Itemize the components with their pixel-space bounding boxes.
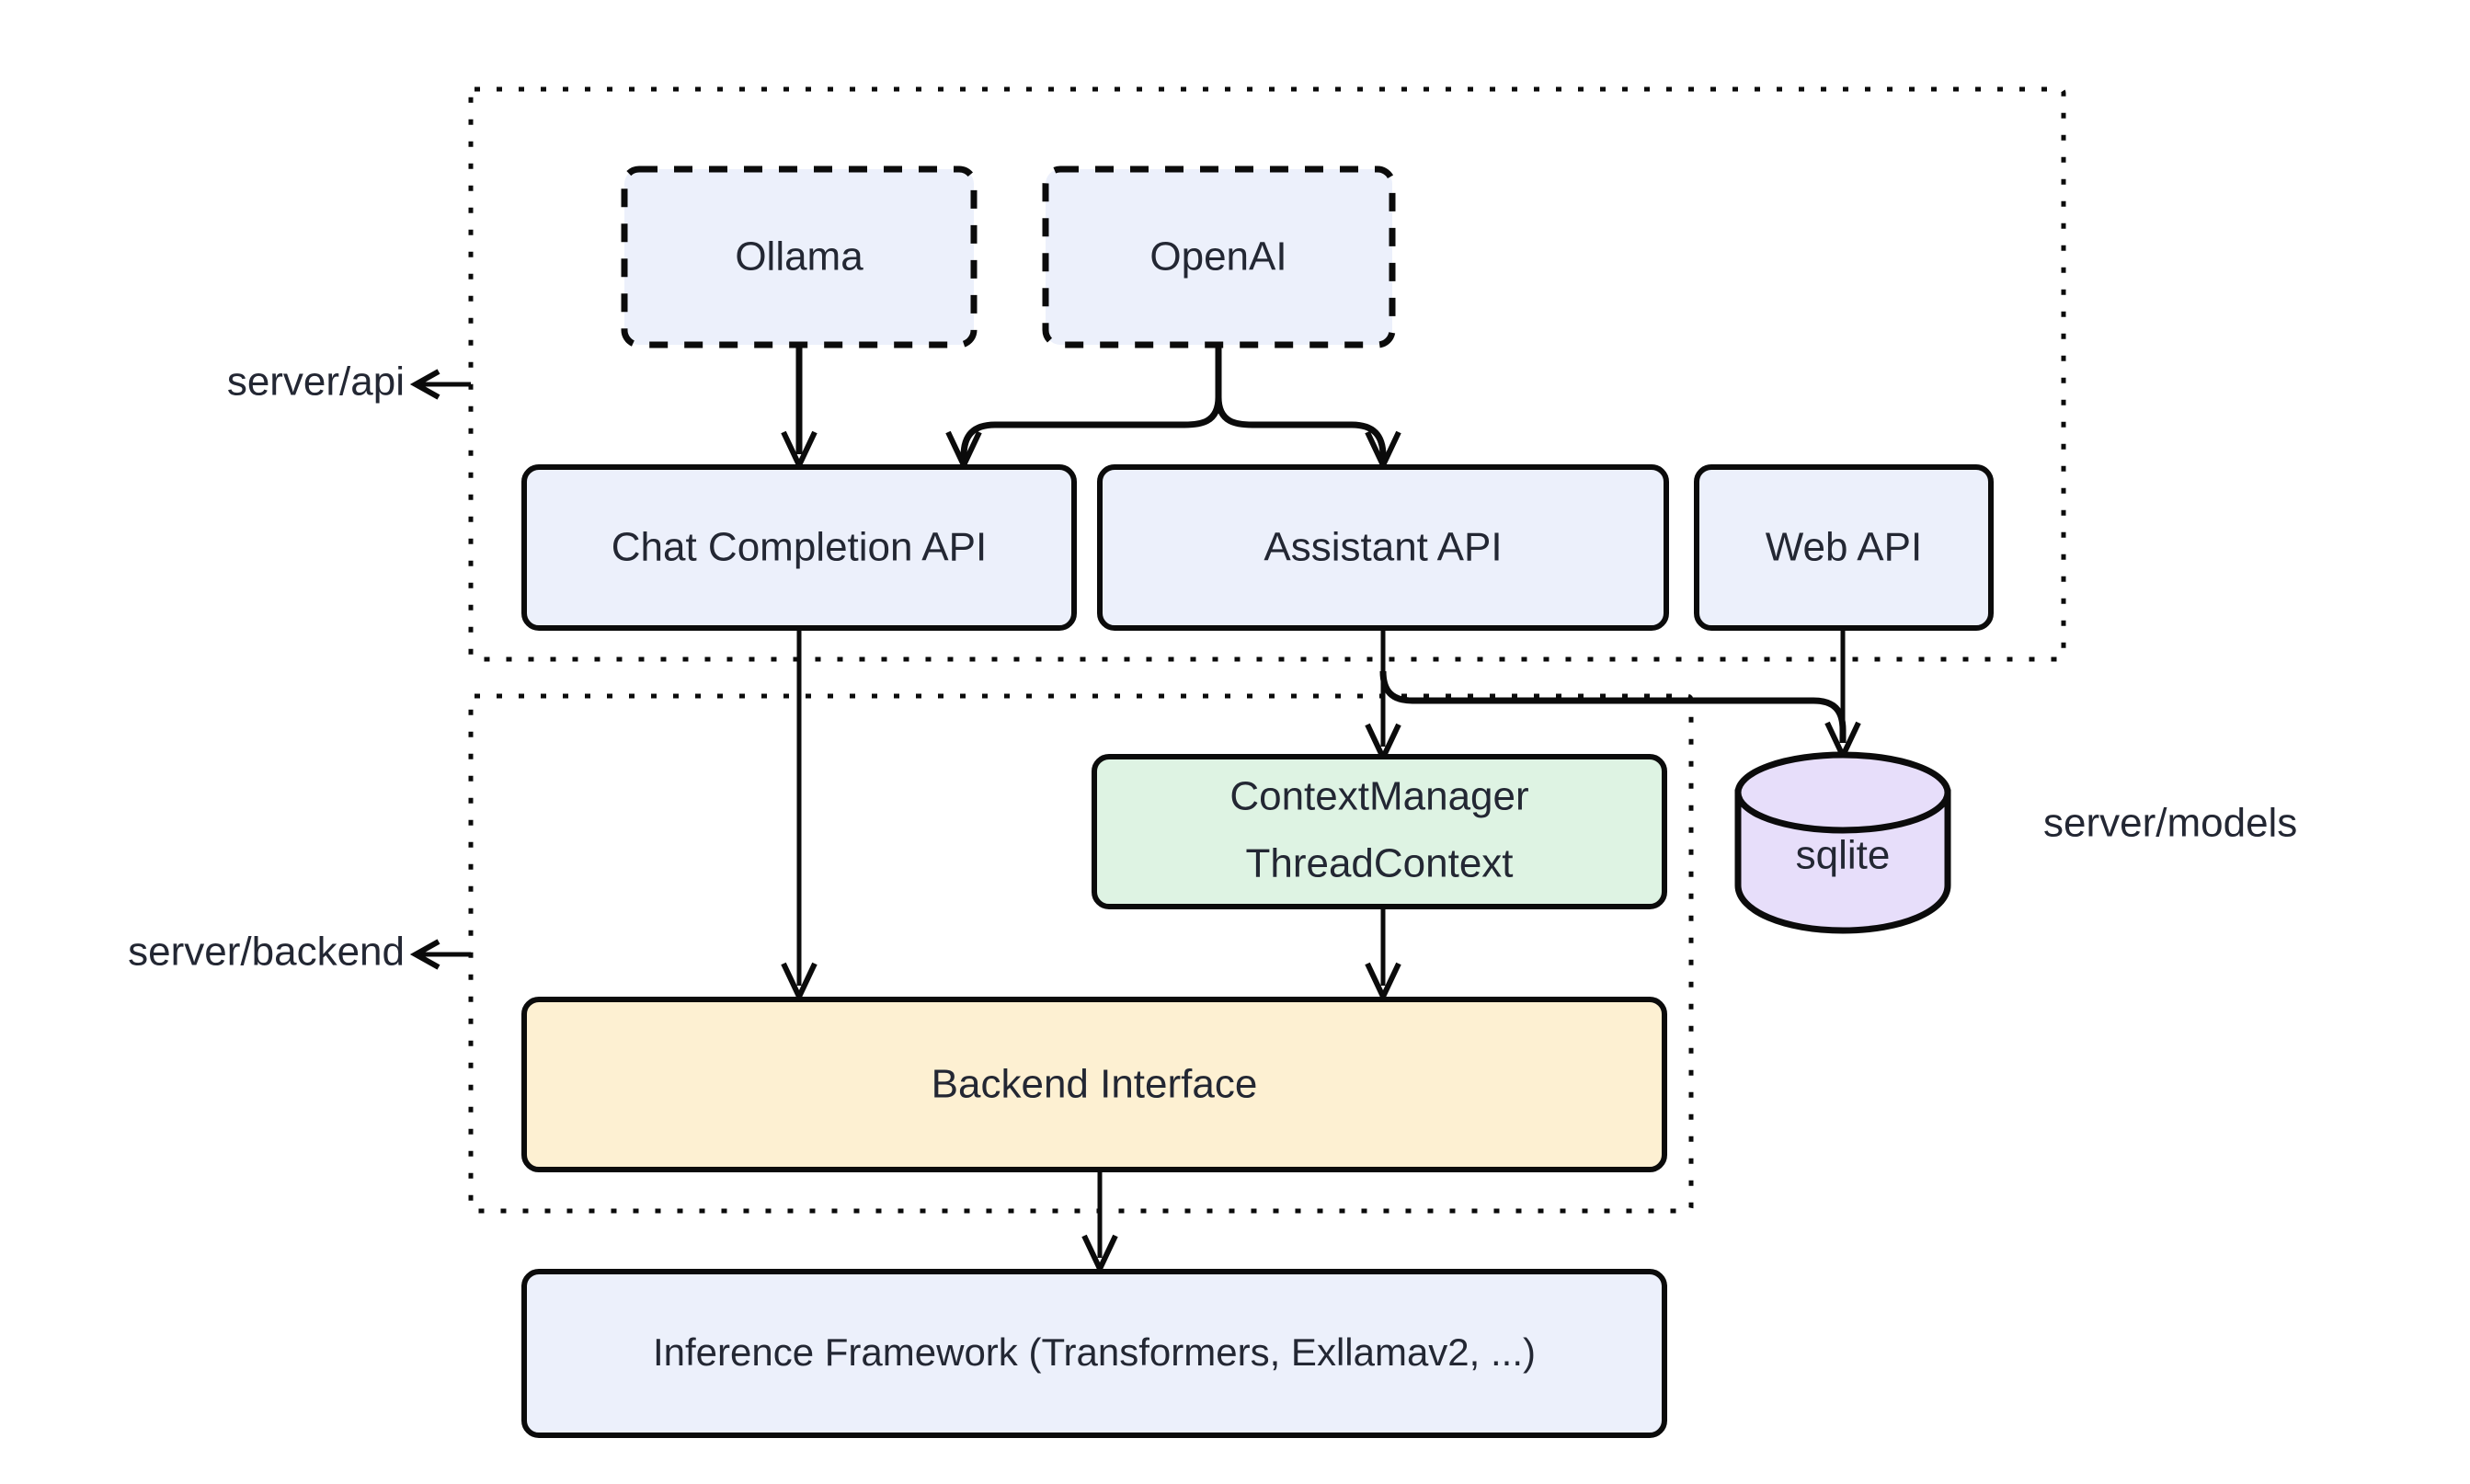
node-assistant-api[interactable]: Assistant API	[1097, 464, 1669, 631]
edge-assistant-api-to-sqlite	[1379, 670, 1847, 743]
group-leader-arrowhead-server-backend	[409, 939, 440, 970]
node-context-manager-label-line2: ThreadContext	[1245, 841, 1513, 886]
group-leader-arrowhead-server-api	[409, 369, 440, 400]
node-chat-completion-api-label: Chat Completion API	[612, 525, 987, 570]
edge-openai-to-assistant-api	[1215, 396, 1387, 460]
node-chat-completion-api-shape[interactable]	[521, 464, 1077, 631]
edge-openai-to-chat-api	[960, 396, 1222, 460]
node-context-manager[interactable]: ContextManager ThreadContext	[1092, 754, 1667, 909]
node-backend-interface-label: Backend Interface	[932, 1062, 1258, 1107]
node-context-manager-shape[interactable]	[1092, 754, 1667, 909]
node-assistant-api-label: Assistant API	[1264, 525, 1502, 570]
node-web-api-label: Web API	[1766, 525, 1922, 570]
node-sqlite-label: sqlite	[1796, 833, 1891, 878]
node-sqlite-cylinder-top[interactable]	[1734, 751, 1951, 834]
node-inference-framework-label: Inference Framework (Transformers, Exlla…	[653, 1330, 1536, 1374]
node-backend-interface-shape[interactable]	[521, 997, 1667, 1172]
node-context-manager-label-line1: ContextManager	[1229, 774, 1528, 819]
node-openai-label: OpenAI	[1149, 234, 1286, 280]
node-inference-framework-shape[interactable]	[521, 1269, 1667, 1438]
node-assistant-api-shape[interactable]	[1097, 464, 1669, 631]
node-ollama[interactable]: Ollama	[621, 166, 978, 348]
node-sqlite[interactable]: sqlite	[1734, 751, 1951, 934]
group-label-server-models: server/models	[2043, 801, 2297, 846]
group-label-server-api: server/api	[227, 360, 405, 405]
node-web-api-shape[interactable]	[1694, 464, 1994, 631]
node-web-api[interactable]: Web API	[1694, 464, 1994, 631]
group-label-server-backend: server/backend	[128, 930, 405, 975]
node-backend-interface[interactable]: Backend Interface	[521, 997, 1667, 1172]
node-ollama-label: Ollama	[735, 234, 863, 280]
node-ollama-shape[interactable]	[621, 166, 978, 348]
node-openai[interactable]: OpenAI	[1042, 166, 1396, 348]
node-chat-completion-api[interactable]: Chat Completion API	[521, 464, 1077, 631]
node-openai-shape[interactable]	[1042, 166, 1396, 348]
node-inference-framework[interactable]: Inference Framework (Transformers, Exlla…	[521, 1269, 1667, 1438]
